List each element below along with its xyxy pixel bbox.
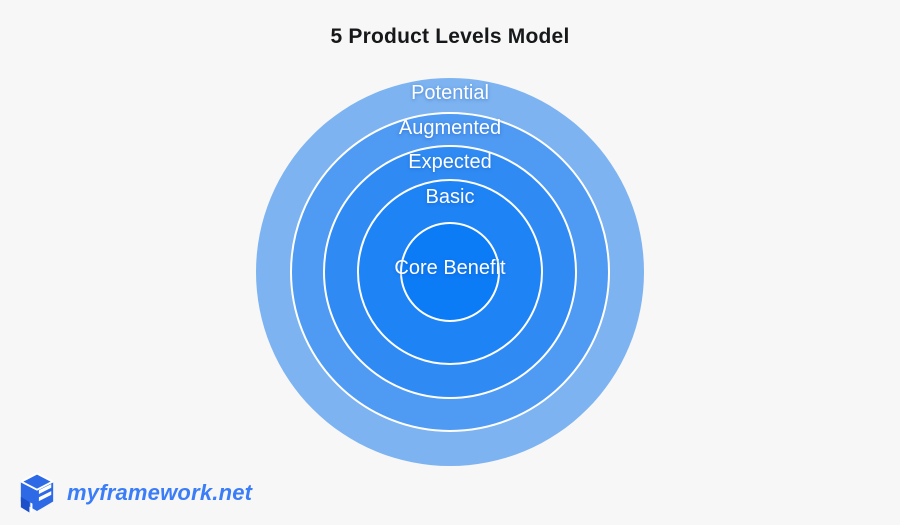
diagram-title: 5 Product Levels Model [330,25,570,48]
level-label-core-benefit: Core Benefit [394,257,506,279]
level-label-potential: Potential [411,82,489,104]
level-label-expected: Expected [408,151,492,173]
level-label-basic: Basic [425,186,475,208]
brand-name: myframework.net [67,480,253,505]
isometric-cube-logo-icon [20,472,54,513]
brand-footer: myframework.net [18,471,252,515]
level-circle-core [400,222,500,322]
level-label-augmented: Augmented [398,117,502,139]
